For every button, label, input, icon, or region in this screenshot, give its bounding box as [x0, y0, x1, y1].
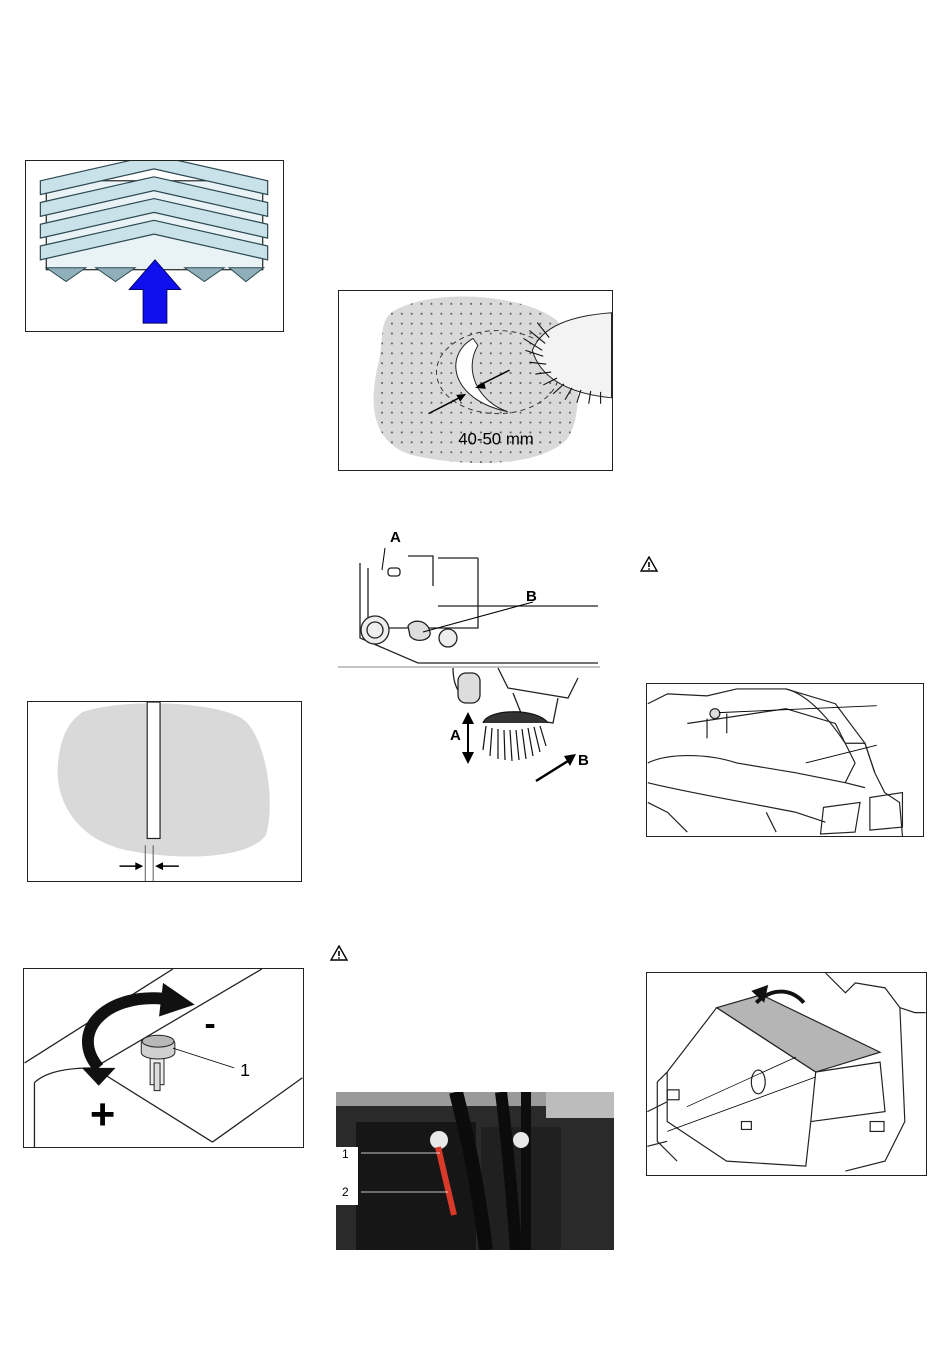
lid-opening-illustration [647, 973, 926, 1175]
figure-knob-adjustment: - + 1 [23, 968, 304, 1148]
warning-triangle-icon [640, 556, 658, 572]
figure-hydraulic-photo: 1 2 [336, 1092, 614, 1250]
hood-top-illustration [647, 684, 923, 836]
hydraulic-photo-illustration: 1 2 [336, 1092, 614, 1250]
figure-brush-contact: 40-50 mm [338, 290, 613, 471]
label-a-bottom: A [450, 727, 461, 744]
callout-1: 1 [342, 1147, 349, 1161]
knob-adjustment-illustration: - + 1 [24, 969, 303, 1147]
label-a-top: A [390, 529, 401, 546]
brush-icon [483, 712, 548, 761]
chevron-filter-illustration [26, 161, 283, 331]
plus-label: + [90, 1091, 115, 1139]
measurement-label: 40-50 mm [458, 429, 534, 448]
figure-hood-top [646, 683, 924, 837]
figure-lid-opening [646, 972, 927, 1176]
callout-2: 2 [342, 1185, 349, 1199]
warning-triangle-icon [330, 945, 348, 961]
minus-label: - [205, 1005, 216, 1042]
brush-adjustment-illustration: A B A B [338, 528, 603, 790]
brush-contact-illustration: 40-50 mm [339, 291, 612, 470]
gap-measurement-illustration [28, 702, 301, 881]
figure-chevron-filter [25, 160, 284, 332]
label-b-top: B [526, 588, 537, 605]
knob-icon [141, 1035, 175, 1090]
figure-gap-measurement [27, 701, 302, 882]
label-b-bottom: B [578, 752, 589, 769]
figure-brush-adjustment: A B A B [338, 528, 603, 790]
callout-1: 1 [240, 1060, 250, 1080]
